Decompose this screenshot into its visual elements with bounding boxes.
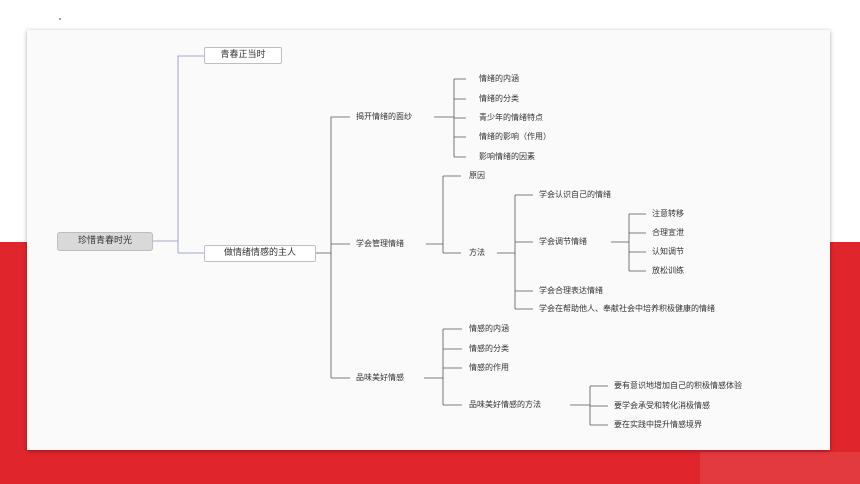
node-feeling-item[interactable]: 情感的分类	[469, 344, 509, 353]
node-mask-item[interactable]: 情绪的内涵	[479, 74, 519, 83]
node-manage-emotion[interactable]: 学会管理情绪	[356, 239, 404, 248]
node-method[interactable]: 方法	[469, 248, 485, 257]
node-feeling-method-item[interactable]: 要有意识地增加自己的积极情感体验	[614, 381, 742, 390]
node-method-item[interactable]: 学会在帮助他人、奉献社会中培养积极健康的情绪	[539, 304, 715, 313]
node-regulate-item[interactable]: 注意转移	[652, 209, 684, 218]
node-mask-item[interactable]: 青少年的情绪特点	[479, 113, 543, 122]
node-regulate-item[interactable]: 认知调节	[652, 247, 684, 256]
node-mask-item[interactable]: 情绪的分类	[479, 94, 519, 103]
node-regulate-item[interactable]: 合理宣泄	[652, 228, 684, 237]
node-feeling-item[interactable]: 情感的作用	[469, 363, 509, 372]
node-master-emotions[interactable]: 做情绪情感的主人	[204, 245, 316, 262]
node-reason[interactable]: 原因	[469, 171, 485, 180]
node-method-item[interactable]: 学会认识自己的情绪	[539, 190, 611, 199]
node-method-item[interactable]: 学会调节情绪	[539, 237, 587, 246]
node-method-item[interactable]: 学会合理表达情绪	[539, 286, 603, 295]
node-feeling-item[interactable]: 品味美好情感的方法	[469, 400, 541, 409]
node-appreciate-feelings[interactable]: 品味美好情感	[356, 373, 404, 382]
root-node[interactable]: 珍惜青春时光	[57, 232, 153, 251]
mindmap-card	[27, 30, 830, 450]
node-mask-item[interactable]: 情绪的影响（作用）	[479, 132, 551, 141]
node-mask-item[interactable]: 影响情绪的因素	[479, 152, 535, 161]
node-feeling-method-item[interactable]: 要学会承受和转化消极情感	[614, 401, 710, 410]
node-youth[interactable]: 青春正当时	[204, 47, 282, 64]
node-regulate-item[interactable]: 放松训练	[652, 266, 684, 275]
stray-dot	[59, 18, 61, 20]
node-unveil-emotion[interactable]: 揭开情绪的面纱	[356, 112, 412, 121]
node-feeling-item[interactable]: 情感的内涵	[469, 324, 509, 333]
red-background-strip	[700, 452, 860, 484]
node-feeling-method-item[interactable]: 要在实践中提升情感境界	[614, 420, 702, 429]
